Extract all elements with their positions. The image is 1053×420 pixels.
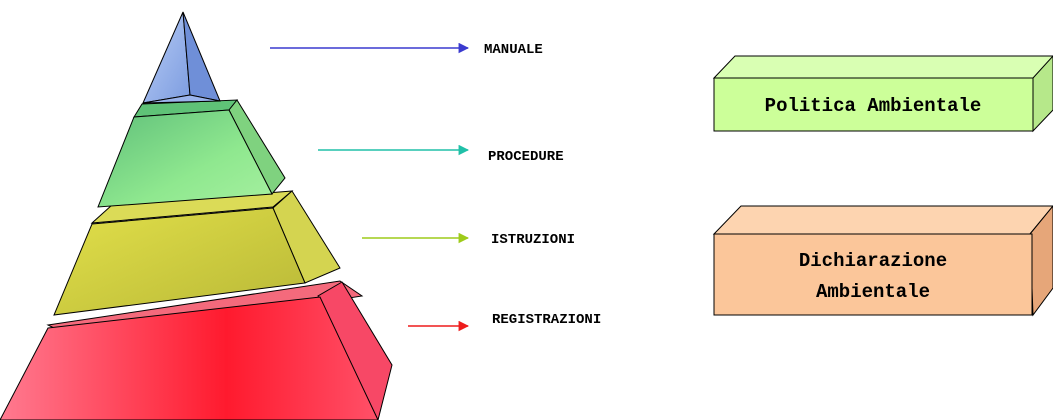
pyramid-level-registrazioni bbox=[0, 280, 393, 420]
box-dichiarazione-ambientale: Dichiarazione Ambientale bbox=[712, 205, 1053, 317]
dichiarazione-label-line1: Dichiarazione bbox=[799, 250, 947, 272]
box-politica-ambientale: Politica Ambientale bbox=[712, 55, 1053, 133]
label-manuale: MANUALE bbox=[484, 42, 543, 58]
label-procedure: PROCEDURE bbox=[488, 149, 564, 165]
dichiarazione-label-line2: Ambientale bbox=[816, 281, 930, 303]
label-registrazioni: REGISTRAZIONI bbox=[492, 312, 601, 328]
politica-ambientale-label: Politica Ambientale bbox=[765, 95, 982, 117]
pyramid-level-istruzioni bbox=[53, 190, 341, 316]
pyramid-level-manuale bbox=[142, 11, 221, 104]
label-istruzioni: ISTRUZIONI bbox=[491, 232, 575, 248]
pyramid-level-procedure bbox=[97, 99, 286, 208]
